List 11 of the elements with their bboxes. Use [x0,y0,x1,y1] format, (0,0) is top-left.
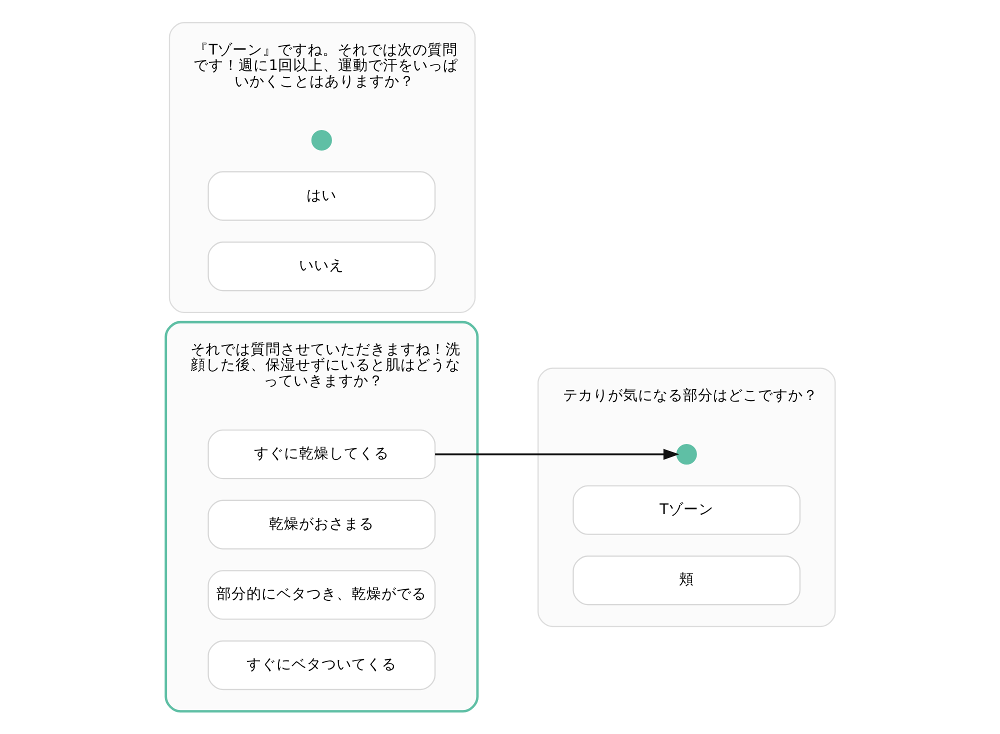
node-circle [676,444,696,465]
arrow [434,448,679,460]
node-circle [310,130,332,151]
node-box: はい [207,171,436,221]
node-box: Tゾーン [572,485,800,535]
node-box: すぐに乾燥してくる [207,429,436,480]
node-box: すぐにベタついてくる [207,640,436,690]
node-box: 頬 [572,556,800,606]
node-box: 乾燥がおさまる [207,500,436,550]
node-box: 部分的にベタつき、乾燥がでる [207,570,436,620]
node-box: いいえ [207,242,436,292]
